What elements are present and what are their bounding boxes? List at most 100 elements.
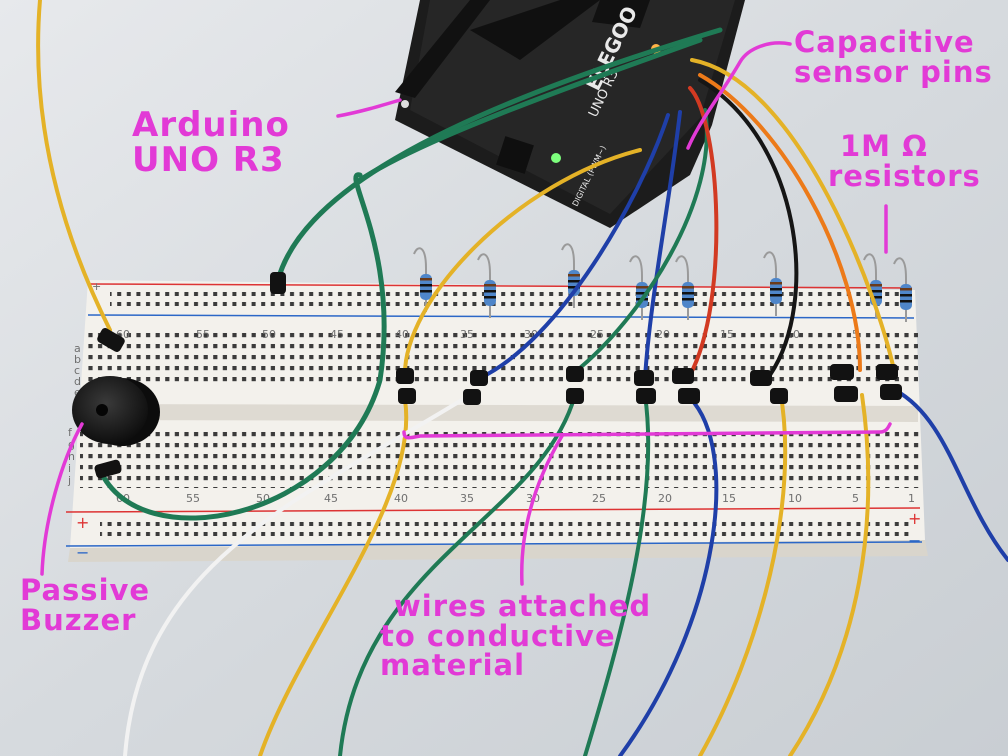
wire-green-sensor-2 — [338, 393, 577, 756]
rail-plus-top-left: + — [92, 280, 101, 293]
column-number-bottom: 25 — [592, 492, 606, 505]
wire-blue-1 — [478, 113, 670, 380]
column-number-bottom: 20 — [658, 492, 672, 505]
arduino-label: Arduino UNO R3 — [132, 108, 290, 177]
wire-plug — [636, 388, 656, 404]
wire-plug — [834, 386, 858, 402]
column-number-bottom: 1 — [908, 492, 915, 505]
wire-plug — [678, 388, 700, 404]
wire-plug — [470, 370, 488, 386]
column-number-top: 20 — [656, 328, 670, 341]
wire-plug-group — [94, 272, 902, 479]
wires-label-line-2: to conductive — [380, 618, 616, 653]
annotation-lines — [40, 41, 892, 586]
column-number-bottom: 5 — [852, 492, 859, 505]
wires-bracket — [402, 422, 892, 440]
row-letter-bottom: h — [68, 450, 75, 463]
column-number-bottom: 35 — [460, 492, 474, 505]
buzzer-label-line-1: Passive — [20, 573, 151, 607]
row-letter-top: b — [74, 353, 81, 366]
wire-orange — [698, 73, 862, 372]
wire-white — [123, 393, 472, 756]
wires-label: wires attached to conductive material — [380, 589, 652, 683]
mount-hole-icon — [401, 100, 409, 108]
column-number-top: 45 — [330, 328, 344, 341]
wire-red — [688, 86, 719, 377]
column-number-top: 25 — [590, 328, 604, 341]
rail-plus-bottom-right: + — [908, 509, 921, 528]
resistor — [763, 251, 782, 316]
status-led-icon — [551, 153, 561, 163]
wire-yellow-sensor-3 — [698, 388, 788, 756]
resistors-label-line-2: resistors — [828, 158, 981, 193]
wire-yellow-sensor-4 — [788, 393, 871, 756]
wire-green-sensor-3 — [583, 393, 651, 756]
buzzer-label: Passive Buzzer — [20, 573, 151, 637]
wire-blue-3 — [618, 396, 719, 756]
capacitive-label-line-2: sensor pins — [794, 54, 993, 89]
wires-label-line-3: material — [380, 648, 526, 683]
row-letter-top: d — [74, 375, 81, 388]
arduino-board: ELEGOO UNO R3 DIGITAL (PWM~) — [395, 0, 745, 228]
wire-green-sensor-1 — [573, 108, 709, 374]
wire-blue-4 — [893, 388, 1008, 562]
wire-plug — [97, 328, 125, 352]
wire-yellow-sensor-2 — [258, 398, 409, 756]
wire-black — [698, 78, 799, 377]
wire-green-arduino-2 — [357, 37, 703, 183]
arduino-label-line-2: UNO R3 — [132, 139, 285, 180]
resistor — [413, 247, 432, 312]
wire-plug — [94, 459, 122, 479]
row-letter-bottom: j — [67, 474, 71, 487]
wire-plug — [750, 370, 772, 386]
column-number-bottom: 15 — [722, 492, 736, 505]
resistor — [675, 255, 694, 320]
capacitive-label-line-1: Capacitive — [794, 25, 975, 59]
column-number-top: 35 — [460, 328, 474, 341]
wire-plug — [634, 370, 654, 386]
column-number-bottom: 40 — [394, 492, 408, 505]
column-number-top: 40 — [395, 328, 409, 341]
column-number-bottom: 10 — [788, 492, 802, 505]
wire-plug — [672, 368, 694, 384]
capacitive-pins-label: Capacitive sensor pins — [794, 25, 993, 89]
resistor — [893, 257, 912, 322]
column-number-top: 50 — [262, 328, 276, 341]
rail-minus-bottom-left: − — [76, 543, 89, 562]
arduino-arrow — [336, 98, 402, 118]
wire-plug — [398, 388, 416, 404]
row-letter-bottom: i — [68, 462, 71, 475]
resistors-label: 1M Ω resistors — [828, 131, 981, 193]
wire-plug — [880, 384, 902, 400]
wire-plug — [566, 366, 584, 382]
wire-plug — [876, 364, 898, 380]
row-letter-top: c — [74, 364, 80, 377]
wire-yellow-sensor-1 — [402, 148, 642, 382]
wire-yellow-buzzer — [36, 0, 112, 332]
buzzer-hole-icon — [96, 404, 108, 416]
resistor-group — [413, 243, 912, 322]
wire-plug — [566, 388, 584, 404]
wire-plug — [463, 389, 481, 405]
wire-green-buzzer-loop — [97, 172, 387, 521]
wire-plug — [270, 272, 286, 294]
column-number-bottom: 55 — [186, 492, 200, 505]
resistor — [477, 253, 496, 318]
wire-blue-2 — [643, 110, 682, 380]
buzzer-arrow — [40, 422, 84, 576]
rail-plus-bottom-left: + — [76, 513, 89, 532]
row-letter-top: a — [74, 342, 81, 355]
wire-yellow-top-right — [690, 58, 897, 377]
wire-plug — [830, 364, 854, 380]
wire-plug — [396, 368, 414, 384]
column-number-top: 15 — [720, 328, 734, 341]
column-number-bottom: 45 — [324, 492, 338, 505]
wires-arrow — [520, 434, 564, 586]
buzzer-label-line-2: Buzzer — [20, 602, 137, 637]
passive-buzzer — [72, 376, 160, 446]
rail-minus-bottom-right: − — [908, 531, 921, 550]
wire-group — [36, 0, 1008, 756]
wires-label-line-1: wires attached — [394, 589, 652, 623]
